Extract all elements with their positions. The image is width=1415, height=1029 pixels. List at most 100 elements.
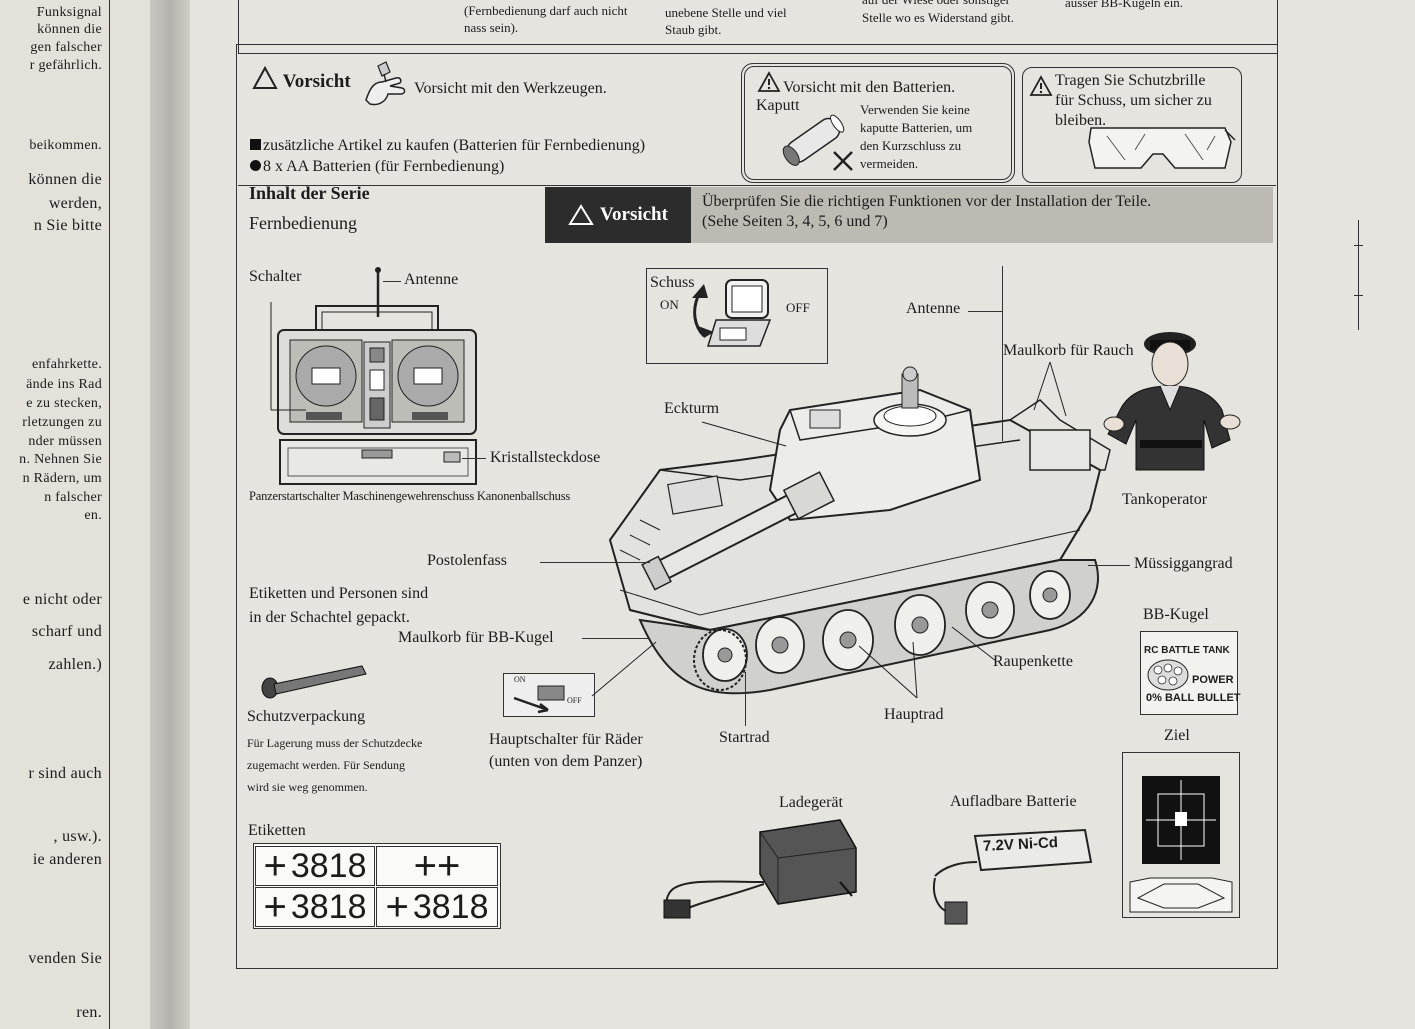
check-warning-label: Vorsicht [545,187,691,243]
left-text: n falscher [44,490,102,505]
leader-line [701,421,787,447]
left-text: en. [84,508,102,523]
left-text: n Sie bitte [33,217,102,234]
tank-muessiggangrad-label: Müssiggangrad [1134,555,1233,572]
tank-maulkorb-rauch-label: Maulkorb für Rauch [1003,342,1134,359]
series-title: Inhalt der Serie [249,183,370,203]
left-text: enfahrkette. [31,357,102,372]
remote-bottom-labels: Panzerstartschalter Maschinengewehrensch… [249,489,571,503]
left-text: , usw.). [53,828,102,845]
tank-hauptrad-label: Hauptrad [884,706,944,723]
schuss-off: OFF [786,300,810,315]
etikett-cell: +3818 [376,885,498,929]
main-switch-on: ON [514,675,526,684]
tank-hauptschalter-label: Hauptschalter für Räder(unten von dem Pa… [489,731,643,770]
schuss-on: ON [660,297,679,312]
leader-line [968,311,1002,312]
balkenkreuz-icon: + [263,884,287,929]
margin-mark [1354,295,1363,296]
target-drawing [1129,776,1233,913]
left-text: können die [28,171,102,188]
caution-tools-text: Vorsicht mit den Werkzeugen. [414,80,607,97]
tank-eckturm-label: Eckturm [664,400,720,417]
tank-antenne-label: Antenne [906,300,961,317]
bb-pack-line1: RC BATTLE TANK [1144,645,1230,656]
leader-line [540,562,650,563]
page-gutter [150,0,190,1029]
series-subtitle: Fernbedienung [249,213,357,233]
schuss-switch-drawing [692,279,772,347]
battery-pack-drawing [933,828,1093,925]
check-warning-line2: (Sehe Seiten 3, 4, 5, 6 und 7) [702,213,888,230]
main-frame [236,44,1278,969]
bb-title: BB-Kugel [1143,606,1209,623]
goggles-caution-box [1022,67,1242,183]
left-text: nder müssen [28,434,102,449]
leader-line [1088,565,1130,566]
leader-line [591,641,657,697]
bb-pack-line2: POWER [1192,674,1234,686]
balkenkreuz-icon: + [413,843,437,888]
check-warning-line1: Überprüfen Sie die richtigen Funktionen … [702,193,1152,210]
top-strip-col4: ausser BB-Kugeln ein. [1065,0,1184,10]
tank-raupenkette-label: Raupenkette [993,653,1073,670]
schuss-box [646,268,828,364]
remote-control-drawing [270,267,477,485]
leader-line [582,638,648,639]
margin-mark [1354,245,1363,246]
etikett-cell: ++ [376,843,498,888]
left-text: r gefährlich. [29,58,102,73]
bb-pellets-icon [1147,659,1189,691]
left-text: zahlen.) [48,656,102,673]
leader-line [951,626,997,662]
warning-triangle-icon [252,65,278,89]
left-text: beikommen. [29,138,102,153]
charger-drawing [663,819,857,919]
left-text: gen falscher [30,40,102,55]
leader-line [383,281,401,282]
warning-triangle-icon [1029,75,1053,96]
bb-pack-line3: 0% BALL BULLET [1146,692,1241,704]
battery-caution-outer [741,63,1015,183]
battery-caution-box [744,66,1012,180]
extra-items-line1: zusätzliche Artikel zu kaufen (Batterien… [250,137,645,155]
top-warning-strip [238,0,1278,54]
left-text: rletzungen zu [22,415,102,430]
left-text: venden Sie [28,950,102,967]
leader-line [745,672,746,726]
battery-title: Aufladbare Batterie [950,793,1077,810]
leader-line [1033,361,1067,417]
ziel-title: Ziel [1164,727,1190,744]
main-switch-off: OFF [567,696,582,705]
leader-line [1002,266,1003,441]
balkenkreuz-icon: + [437,843,461,888]
caution-tools: Vorsicht [252,65,351,93]
left-text: e nicht oder [22,591,102,608]
caution-word: Vorsicht [282,71,351,92]
main-switch-drawing [513,685,565,714]
left-page: Funksignal können die gen falscher r gef… [0,0,150,1029]
ziel-target-box [1122,752,1240,918]
hand-tool-icon [365,61,406,106]
balkenkreuz-icon: + [263,843,287,888]
etiketten-title: Etiketten [248,822,306,839]
left-text: können die [37,22,102,37]
left-text: ren. [76,1004,102,1021]
left-text: n Rädern, um [22,471,102,486]
etikett-cell: +3818 [255,884,375,929]
header-divider [238,185,1276,186]
square-bullet-icon [250,139,261,150]
remote-antenne-label: Antenne [404,271,459,288]
left-text: e zu stecken, [26,396,102,411]
tank-operator-label: Tankoperator [1122,491,1208,508]
remote-schalter-label: Schalter [249,268,302,285]
left-text: n. Nehnen Sie [19,452,102,467]
battery-caution-title: Vorsicht mit den Batterien. [783,79,956,96]
schuss-title: Schuss [650,274,695,291]
